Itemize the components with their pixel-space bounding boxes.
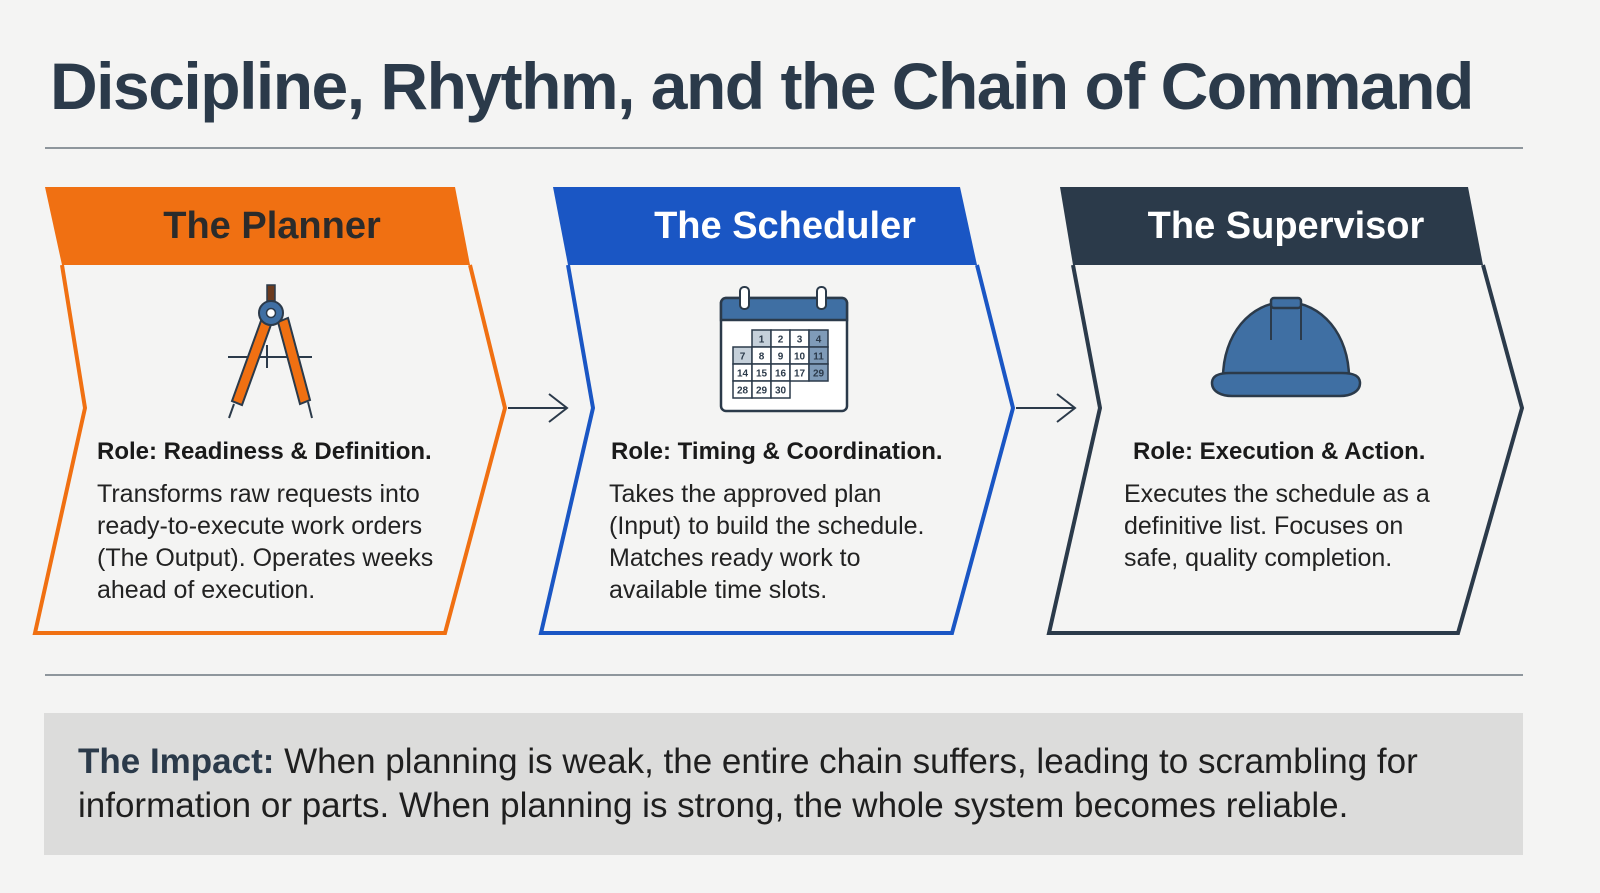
calendar-day-number: 17 (794, 369, 806, 380)
calendar-day-number: 15 (756, 369, 768, 380)
calendar-day-number: 3 (797, 335, 803, 346)
page-title: Discipline, Rhythm, and the Chain of Com… (50, 49, 1474, 123)
calendar-day-number: 2 (778, 335, 784, 346)
arrow-right-icon (508, 393, 569, 423)
calendar-day-number: 11 (813, 352, 824, 363)
calendar-day-number: 10 (794, 352, 806, 363)
impact-body: When planning is weak, the entire chain … (78, 742, 1418, 825)
hard-hat-icon (1210, 296, 1362, 398)
supervisor-role: Role: Execution & Action. (1133, 438, 1426, 465)
planner-header-band (45, 187, 470, 265)
supervisor-header-band (1060, 187, 1483, 265)
calendar-day-number: 8 (759, 352, 765, 363)
calendar-day-number: 16 (775, 369, 787, 380)
scheduler-role: Role: Timing & Coordination. (611, 438, 943, 465)
calendar-day-number: 29 (813, 369, 825, 380)
scheduler-chevron-outline (538, 264, 1016, 635)
supervisor-header: The Supervisor (1147, 205, 1425, 247)
planner-role: Role: Readiness & Definition. (97, 438, 432, 465)
arrow-right-icon (1016, 393, 1077, 423)
calendar-day-number: 28 (737, 386, 749, 397)
calendar-day-number: 29 (756, 386, 768, 397)
supervisor-chevron-outline (1046, 264, 1525, 635)
impact-box (44, 713, 1523, 855)
planner-chevron-outline (32, 264, 508, 635)
scheduler-description: Takes the approved plan (Input) to build… (609, 480, 925, 604)
planner-description: Transforms raw requests into ready-to-ex… (97, 480, 434, 604)
calendar-day-number: 4 (816, 335, 822, 346)
impact-label: The Impact: (78, 742, 275, 781)
drafting-compass-icon (228, 284, 313, 419)
calendar-day-cell (808, 363, 829, 382)
calendar-day-number: 9 (778, 352, 784, 363)
calendar-icon: 1 2 3 4 7 8 9 10 11 14 15 16 17 29 28 29 30 (719, 286, 849, 413)
calendar-day-cell (770, 380, 791, 399)
calendar-day-number: 7 (740, 352, 746, 363)
calendar-day-number: 1 (759, 335, 765, 346)
planner-header: The Planner (163, 205, 381, 247)
scheduler-header: The Scheduler (654, 205, 916, 247)
scheduler-header-band (553, 187, 977, 265)
calendar-day-number: 14 (737, 369, 749, 380)
supervisor-description: Executes the schedule as a definitive li… (1124, 480, 1430, 572)
calendar-day-number: 30 (775, 386, 787, 397)
impact-text: The Impact: When planning is weak, the e… (78, 740, 1518, 828)
